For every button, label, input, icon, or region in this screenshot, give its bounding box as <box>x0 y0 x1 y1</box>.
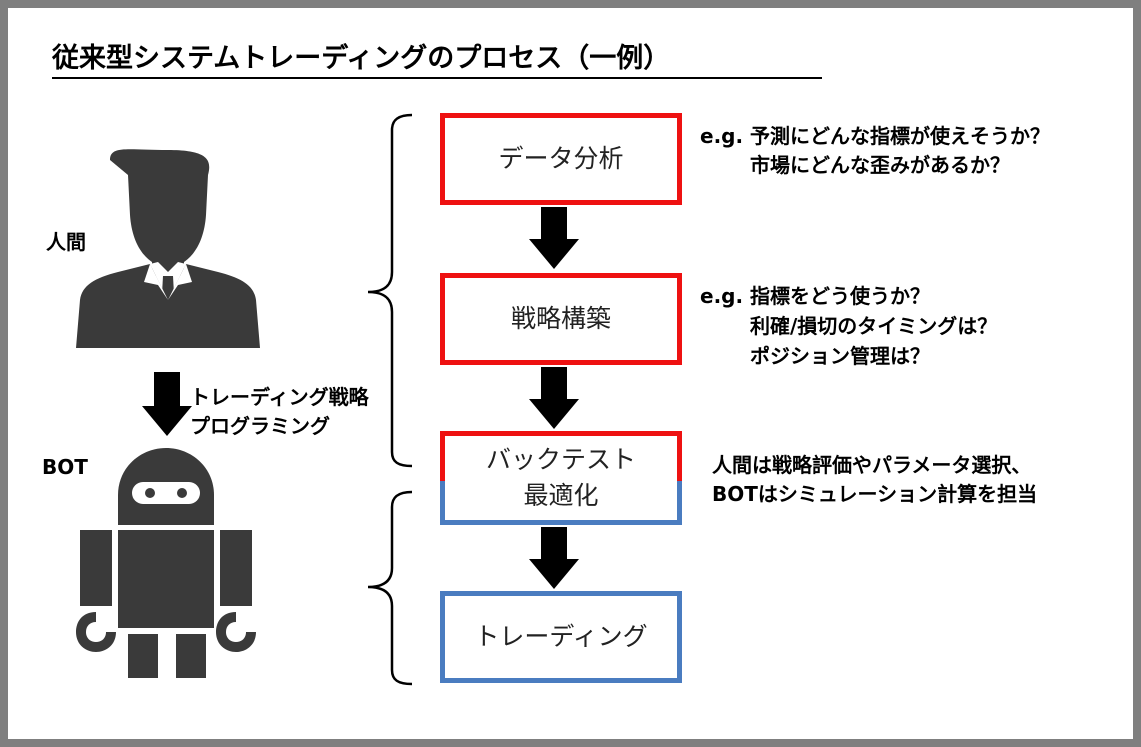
note-analysis-line1: e.g. 予測にどんな指標が使えそうか？ <box>700 124 1051 148</box>
human-label: 人間 <box>46 230 86 254</box>
step-backtest-optimization: バックテスト 最適化 <box>440 431 682 525</box>
step-backtest-label-line1: バックテスト <box>485 445 636 474</box>
step-strategy-building-label: 戦略構築 <box>510 303 611 333</box>
curly-brace-icon <box>367 113 413 686</box>
handoff-label-line2: プログラミング <box>190 414 330 438</box>
step-trading: トレーディング <box>440 591 682 683</box>
step-backtest-label-line2: 最適化 <box>523 481 599 510</box>
note-strategy-line3: ポジション管理は？ <box>750 344 930 368</box>
note-strategy-line2: 利確/損切のタイミングは？ <box>750 314 998 338</box>
step-strategy-building: 戦略構築 <box>440 273 682 365</box>
person-icon <box>76 149 260 348</box>
step-trading-label: トレーディング <box>474 621 648 651</box>
note-roles-line2: BOTはシミュレーション計算を担当 <box>712 482 1038 506</box>
note-strategy-line1: e.g. 指標をどう使うか？ <box>700 284 931 308</box>
step-data-analysis-label: データ分析 <box>498 143 624 173</box>
diagram-title: 従来型システムトレーディングのプロセス（一例） <box>52 36 822 79</box>
robot-icon <box>76 448 256 678</box>
note-analysis-line2: 市場にどんな歪みがあるか？ <box>750 153 1010 177</box>
down-arrow-icon <box>142 372 192 436</box>
step-backtest-blue-border <box>440 481 682 525</box>
note-roles-line1: 人間は戦略評価やパラメータ選択、 <box>712 453 1032 477</box>
flow-arrows <box>529 207 579 589</box>
bot-label: BOT <box>42 455 88 479</box>
step-data-analysis: データ分析 <box>440 113 682 205</box>
handoff-label-line1: トレーディング戦略 <box>190 385 369 409</box>
